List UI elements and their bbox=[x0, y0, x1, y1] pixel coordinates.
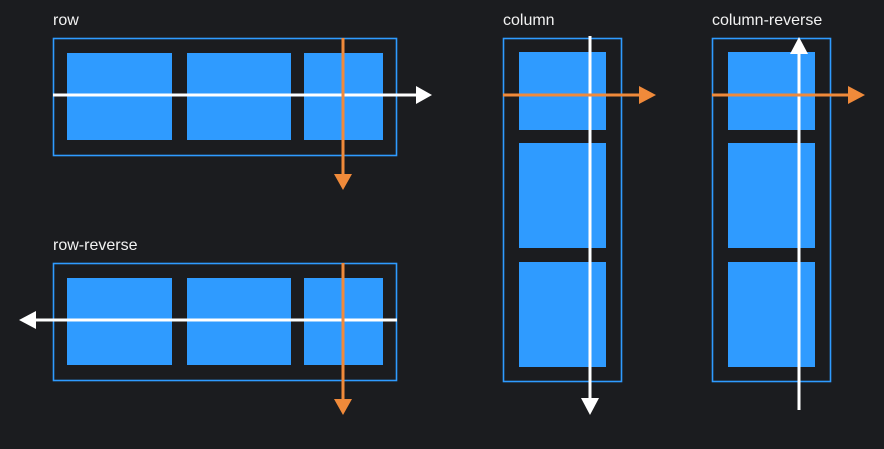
label-column-reverse: column-reverse bbox=[712, 12, 823, 29]
column-reverse-main-axis-arrowhead bbox=[790, 37, 808, 54]
row-reverse-cross-axis-arrowhead bbox=[334, 399, 352, 415]
row-reverse-main-axis-arrowhead bbox=[19, 311, 36, 329]
row-reverse-container bbox=[52, 262, 398, 382]
label-row-reverse: row-reverse bbox=[53, 237, 138, 254]
label-column: column bbox=[503, 12, 555, 29]
label-row: row bbox=[53, 12, 79, 29]
row-reverse-diagram bbox=[19, 262, 398, 415]
column-reverse-item-1 bbox=[728, 52, 815, 130]
column-reverse-item-2 bbox=[728, 143, 815, 248]
column-item-2 bbox=[519, 143, 606, 248]
column-main-axis-arrowhead bbox=[581, 398, 599, 415]
column-diagram bbox=[502, 36, 656, 415]
row-cross-axis-arrowhead bbox=[334, 174, 352, 190]
row-diagram bbox=[52, 37, 432, 190]
column-item-3 bbox=[519, 262, 606, 367]
column-reverse-container bbox=[711, 37, 832, 383]
column-reverse-cross-axis-arrowhead bbox=[848, 86, 865, 104]
column-cross-axis-arrowhead bbox=[639, 86, 656, 104]
column-container bbox=[502, 37, 623, 383]
row-main-axis-arrowhead bbox=[416, 86, 432, 104]
column-item-1 bbox=[519, 52, 606, 130]
row-container bbox=[52, 37, 398, 157]
column-reverse-diagram bbox=[711, 37, 865, 410]
column-reverse-item-3 bbox=[728, 262, 815, 367]
